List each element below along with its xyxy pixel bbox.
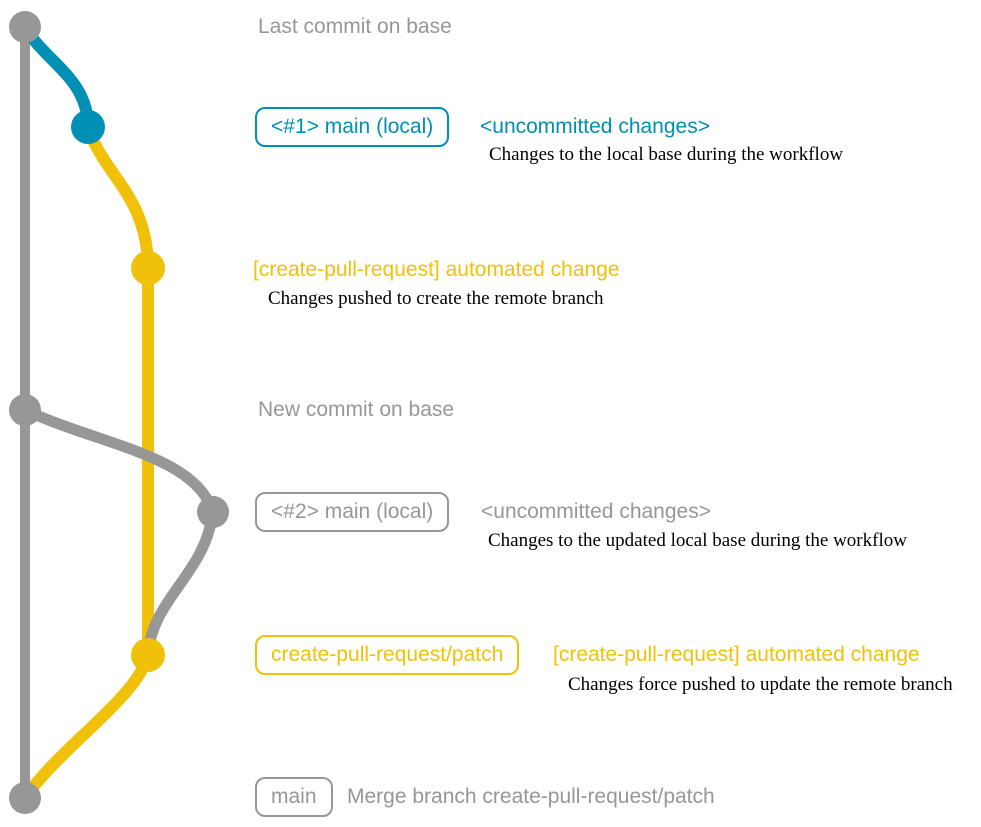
note-local-1: Changes to the local base during the wor… bbox=[489, 144, 844, 165]
commit-dot-remote-1 bbox=[131, 251, 165, 285]
branch-tag-main-local-1: <#1> main (local) bbox=[255, 107, 450, 147]
commit-message-local-1: <uncommitted changes> bbox=[480, 115, 710, 138]
remote-branch-line bbox=[20, 125, 154, 802]
commit-graph bbox=[9, 11, 229, 814]
local-branch-line bbox=[19, 23, 94, 128]
commit-message-remote-1: [create-pull-request] automated change bbox=[253, 258, 620, 281]
commit-dot-merge bbox=[9, 782, 41, 814]
commit-dot-remote-2 bbox=[131, 638, 165, 672]
commit-message-local-2: <uncommitted changes> bbox=[481, 500, 711, 523]
commit-dot-last-base bbox=[9, 11, 41, 43]
note-local-2: Changes to the updated local base during… bbox=[488, 530, 907, 551]
commit-message-remote-2: [create-pull-request] automated change bbox=[553, 643, 920, 666]
branch-tag-main-local-2: <#2> main (local) bbox=[255, 492, 450, 532]
commit-message-new-base: New commit on base bbox=[258, 398, 455, 421]
branch-tag-create-pull-request-patch: create-pull-request/patch bbox=[255, 635, 520, 675]
note-remote-2: Changes force pushed to update the remot… bbox=[568, 674, 953, 695]
commit-dot-local-1 bbox=[71, 110, 105, 144]
note-remote-1: Changes pushed to create the remote bran… bbox=[268, 288, 604, 309]
commit-message-last-base: Last commit on base bbox=[258, 15, 452, 38]
commit-dot-new-base bbox=[9, 394, 41, 426]
rebase-branch-line bbox=[22, 405, 219, 656]
branch-tag-main: main bbox=[255, 777, 333, 817]
commit-dot-local-2 bbox=[197, 496, 229, 528]
commit-message-merge: Merge branch create-pull-request/patch bbox=[347, 785, 715, 808]
